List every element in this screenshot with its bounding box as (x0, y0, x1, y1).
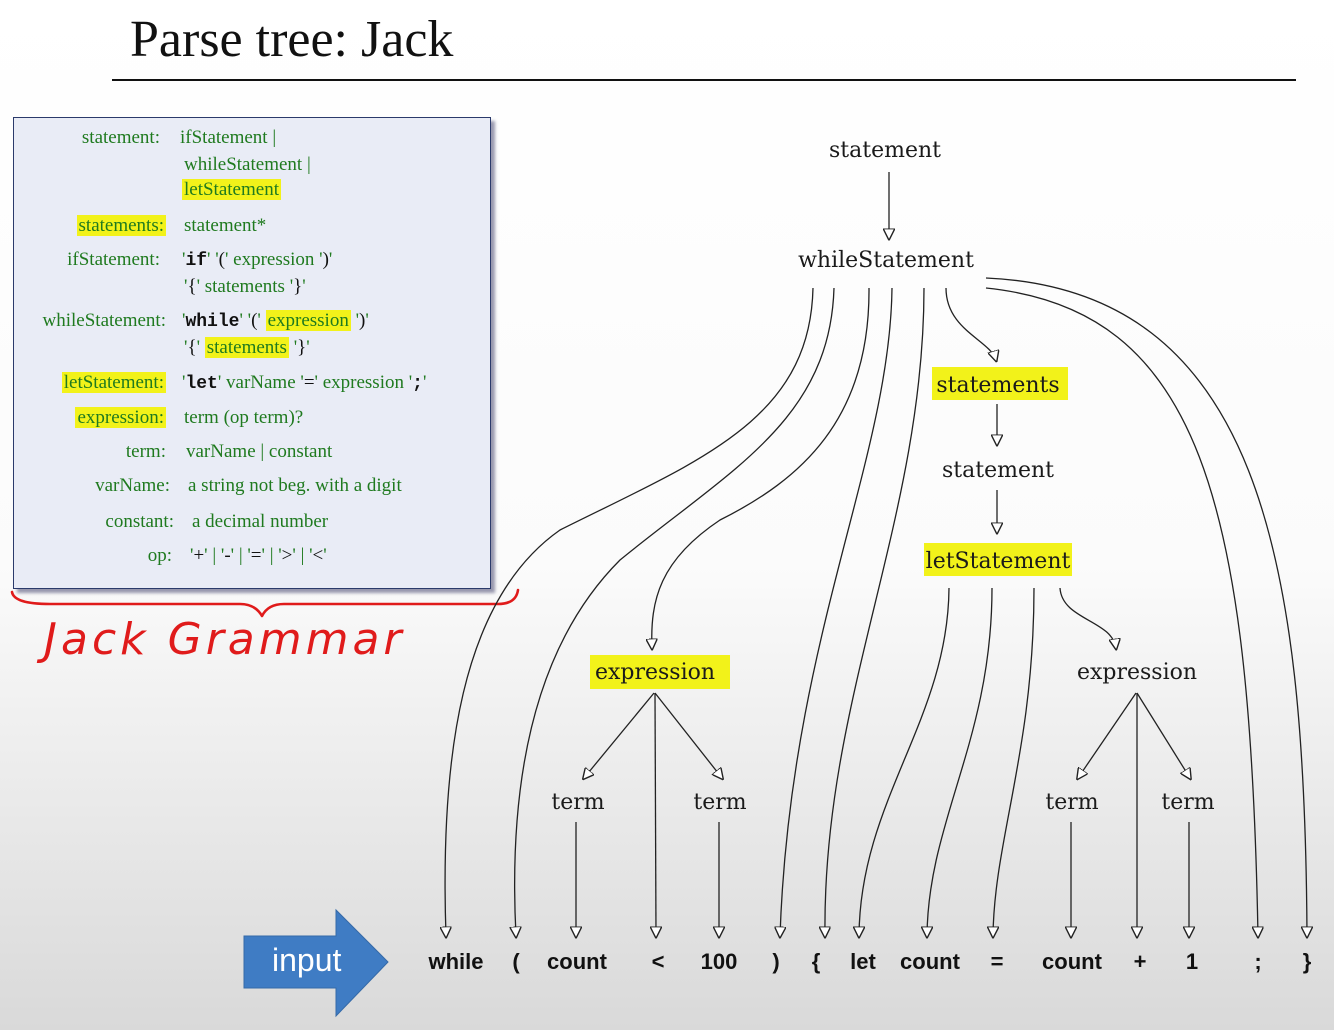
token: let (850, 949, 876, 974)
annotation-text: Jack Grammar (36, 614, 406, 665)
node-term-2: term (693, 790, 746, 815)
edge-expr2-term4 (1136, 692, 1190, 778)
highlight-letstatement (924, 543, 1072, 576)
node-let-statement: letStatement (926, 549, 1071, 574)
edge-expr-term1 (584, 692, 655, 778)
annotation-handwritten-note: Jack Grammar (36, 614, 406, 665)
highlight-statements (932, 367, 1068, 400)
edge-while-lparen (515, 287, 835, 936)
rule-term-line-1: varName | constant (186, 441, 333, 462)
token: 1 (1186, 949, 1198, 974)
node-statements: statements (936, 373, 1059, 398)
node-statement-top: statement (829, 138, 941, 163)
annotation-brace (10, 588, 520, 618)
node-term-4: term (1161, 790, 1214, 815)
node-expression-right: expression (1077, 660, 1197, 685)
edge-while-while (445, 287, 814, 936)
token: } (1303, 949, 1312, 974)
rule-ifstatement-line-2: '{' statements '}' (184, 276, 306, 297)
rule-ifstatement-line-1: 'if' '(' expression ')' (182, 249, 333, 271)
rule-expression-name: expression: (75, 407, 166, 428)
rule-statements-name: statements: (76, 215, 166, 236)
node-statement-inner: statement (942, 458, 1054, 483)
rule-statements-line-1: statement* (184, 215, 267, 236)
token: + (1134, 949, 1147, 974)
rule-varname-line-1: a string not beg. with a digit (188, 475, 402, 496)
node-term-3: term (1045, 790, 1098, 815)
rule-ifstatement-name: ifStatement: (67, 249, 160, 270)
token: 100 (701, 949, 738, 974)
token: < (652, 949, 665, 974)
edge-expr-lt (655, 692, 656, 936)
edge-expr2-term3 (1078, 692, 1137, 778)
token: count (900, 949, 961, 974)
token: = (991, 949, 1004, 974)
token: ; (1254, 949, 1261, 974)
edge-expr-term2 (654, 692, 722, 778)
rule-expression-line-1: term (op term)? (184, 407, 304, 428)
token: ) (772, 949, 779, 974)
edge-while-rbrace (985, 277, 1307, 936)
edge-let-equals (993, 587, 1035, 936)
edge-while-rparen (780, 287, 893, 936)
edge-while-expression (652, 287, 870, 648)
page-title: Parse tree: Jack (130, 11, 454, 68)
edge-while-statements (945, 287, 996, 360)
rule-term-name: term: (125, 441, 166, 462)
edge-let-let (859, 587, 950, 936)
input-label: input (272, 942, 342, 978)
edge-while-lbrace (825, 287, 925, 936)
rule-whilestatement-line-1: 'while' '(' expression ')' (182, 310, 369, 332)
token: { (812, 949, 821, 974)
node-term-1: term (551, 790, 604, 815)
rule-varname-name: varName: (95, 475, 170, 496)
input-arrow-icon (243, 908, 389, 1018)
rule-whilestatement-line-2: '{' statements '}' (184, 337, 310, 358)
highlight-expression (590, 655, 730, 689)
rule-constant-line-1: a decimal number (192, 511, 329, 532)
token: ( (512, 949, 520, 974)
edge-while-semicolon (985, 287, 1258, 936)
rule-statement-line-3: letStatement (182, 179, 281, 200)
rule-statement-line-2: whileStatement | (184, 154, 311, 175)
rule-op-name: op: (147, 545, 172, 566)
title-underline (112, 79, 1296, 81)
rule-statement-line-1: ifStatement | (180, 127, 277, 148)
token: count (1042, 949, 1103, 974)
grammar-box: statement: ifStatement | whileStatement … (13, 117, 491, 589)
rule-statement-name: statement: (81, 127, 160, 148)
node-while-statement: whileStatement (798, 248, 974, 273)
edge-let-expression (1059, 587, 1116, 648)
node-expression-left: expression (595, 660, 715, 685)
token: while (427, 949, 483, 974)
rule-whilestatement-name: whileStatement: (42, 310, 166, 331)
edge-let-count (927, 587, 993, 936)
rule-letstatement-line-1: 'let' varName '=' expression ';' (182, 372, 427, 394)
rule-letstatement-name: letStatement: (61, 372, 166, 393)
rule-constant-name: constant: (105, 511, 174, 532)
rule-op-line-1: '+' | '-' | '=' | '>' | '<' (190, 545, 327, 566)
token: count (547, 949, 608, 974)
